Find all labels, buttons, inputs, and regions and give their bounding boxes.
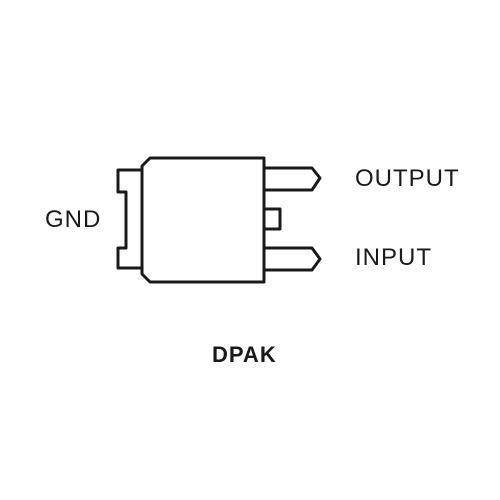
- output-lead: [264, 166, 322, 192]
- package-name-label: DPAK: [212, 342, 277, 367]
- gnd-pin-label: GND: [45, 206, 102, 233]
- input-pin-label: INPUT: [355, 244, 432, 271]
- output-pin-label: OUTPUT: [355, 165, 460, 192]
- ground-tab: [116, 168, 142, 270]
- center-lead-stub: [262, 207, 282, 231]
- package-body: [140, 156, 266, 284]
- input-lead: [264, 246, 322, 272]
